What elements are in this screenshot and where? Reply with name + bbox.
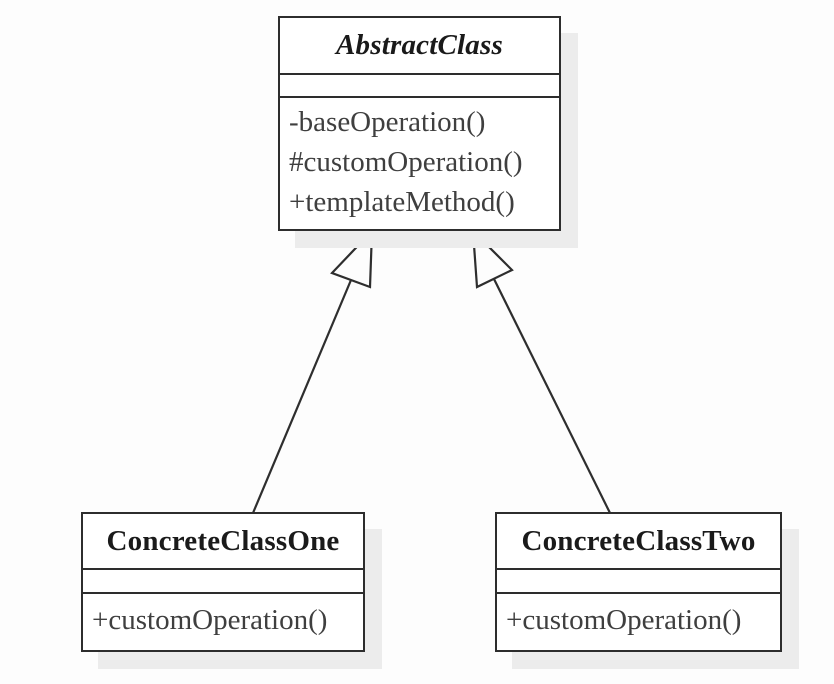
attributes-compartment-concreteclasstwo <box>497 570 780 594</box>
generalization-line-two <box>493 278 611 514</box>
class-box-concreteclassone: ConcreteClassOne +customOperation() <box>81 512 365 652</box>
method-item: -baseOperation() <box>289 106 486 138</box>
methods-compartment-abstractclass: -baseOperation() #customOperation() +tem… <box>280 98 559 222</box>
class-name-concreteclassone: ConcreteClassOne <box>83 514 363 570</box>
class-name-abstractclass: AbstractClass <box>280 18 559 75</box>
methods-compartment-concreteclassone: +customOperation() <box>83 594 363 640</box>
method-item: #customOperation() <box>289 146 523 178</box>
class-box-abstractclass: AbstractClass -baseOperation() #customOp… <box>278 16 561 231</box>
method-item: +customOperation() <box>92 604 328 636</box>
class-box-concreteclasstwo: ConcreteClassTwo +customOperation() <box>495 512 782 652</box>
attributes-compartment-abstractclass <box>280 75 559 98</box>
class-name-concreteclasstwo: ConcreteClassTwo <box>497 514 780 570</box>
generalization-line-one <box>251 279 353 514</box>
method-item: +customOperation() <box>506 604 742 636</box>
generalization-arrowhead-icon <box>330 228 374 289</box>
attributes-compartment-concreteclassone <box>83 570 363 594</box>
generalization-arrowhead-icon <box>471 228 514 289</box>
method-item: +templateMethod() <box>289 186 515 218</box>
methods-compartment-concreteclasstwo: +customOperation() <box>497 594 780 640</box>
